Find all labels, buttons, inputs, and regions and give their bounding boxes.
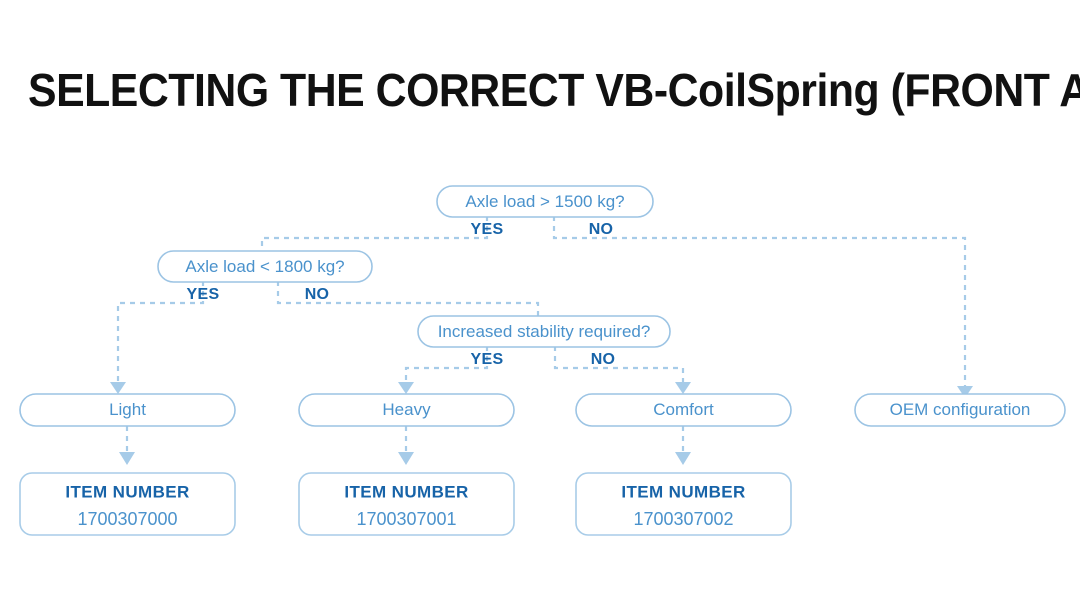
outcome-heavy-shape — [298, 393, 515, 427]
decision-1-no-label: NO — [589, 221, 614, 238]
item-comfort-shape — [575, 472, 792, 536]
connector-comfort-arrowhead — [675, 452, 691, 465]
connector-d1-yes — [260, 216, 489, 253]
decision-3-question: Increased stability required? — [438, 322, 651, 341]
connector-light-arrowhead — [119, 452, 135, 465]
item-light-shape — [19, 472, 236, 536]
item-light-value: 1700307000 — [77, 509, 177, 529]
outcome-node-light[interactable]: Light — [19, 393, 236, 427]
item-heavy-shape — [298, 472, 515, 536]
connector-d3-yes — [404, 346, 489, 382]
item-number-card-heavy[interactable]: ITEM NUMBER 1700307001 — [298, 472, 515, 536]
item-number-card-light[interactable]: ITEM NUMBER 1700307000 — [19, 472, 236, 536]
decision-2-no-label: NO — [305, 286, 330, 303]
decision-3-yes-label: YES — [471, 351, 504, 368]
connector-d3-no-arrowhead — [675, 382, 691, 394]
connector-d2-yes — [116, 281, 205, 382]
connector-d2-no — [276, 281, 540, 318]
connector-d1-no — [552, 216, 967, 386]
connector-d3-no — [553, 346, 685, 382]
item-light-heading: ITEM NUMBER — [65, 482, 189, 501]
outcome-light-label: Light — [109, 400, 146, 419]
decision-1-shape — [436, 185, 654, 218]
item-heavy-value: 1700307001 — [356, 509, 456, 529]
outcome-light-shape — [19, 393, 236, 427]
decision-1-yes-label: YES — [471, 221, 504, 238]
decision-node-axle-load-lt-1800[interactable]: Axle load < 1800 kg? — [157, 250, 373, 283]
decision-2-shape — [157, 250, 373, 283]
decision-2-yes-label: YES — [187, 286, 220, 303]
connector-d2-yes-arrowhead — [110, 382, 126, 394]
connector-d3-yes-arrowhead — [398, 382, 414, 394]
item-heavy-heading: ITEM NUMBER — [344, 482, 468, 501]
decision-node-axle-load-gt-1500[interactable]: Axle load > 1500 kg? — [436, 185, 654, 218]
decision-2-question: Axle load < 1800 kg? — [185, 257, 344, 276]
outcome-comfort-shape — [575, 393, 792, 427]
item-number-card-comfort[interactable]: ITEM NUMBER 1700307002 — [575, 472, 792, 536]
outcome-comfort-label: Comfort — [653, 400, 714, 419]
page-title: SELECTING THE CORRECT VB-CoilSpring (FRO… — [28, 64, 1080, 116]
connector-heavy-arrowhead — [398, 452, 414, 465]
outcome-heavy-label: Heavy — [382, 400, 431, 419]
item-comfort-heading: ITEM NUMBER — [621, 482, 745, 501]
connectors — [110, 216, 973, 465]
decision-3-shape — [417, 315, 671, 348]
decision-1-question: Axle load > 1500 kg? — [465, 192, 624, 211]
decision-node-increased-stability[interactable]: Increased stability required? — [417, 315, 671, 348]
outcome-oem-shape — [854, 393, 1066, 427]
outcome-oem-label: OEM configuration — [890, 400, 1031, 419]
outcome-node-oem[interactable]: OEM configuration — [854, 393, 1066, 427]
item-comfort-value: 1700307002 — [633, 509, 733, 529]
decision-3-no-label: NO — [591, 351, 616, 368]
outcome-node-heavy[interactable]: Heavy — [298, 393, 515, 427]
connector-d1-no-arrowhead — [957, 386, 973, 398]
outcome-node-comfort[interactable]: Comfort — [575, 393, 792, 427]
